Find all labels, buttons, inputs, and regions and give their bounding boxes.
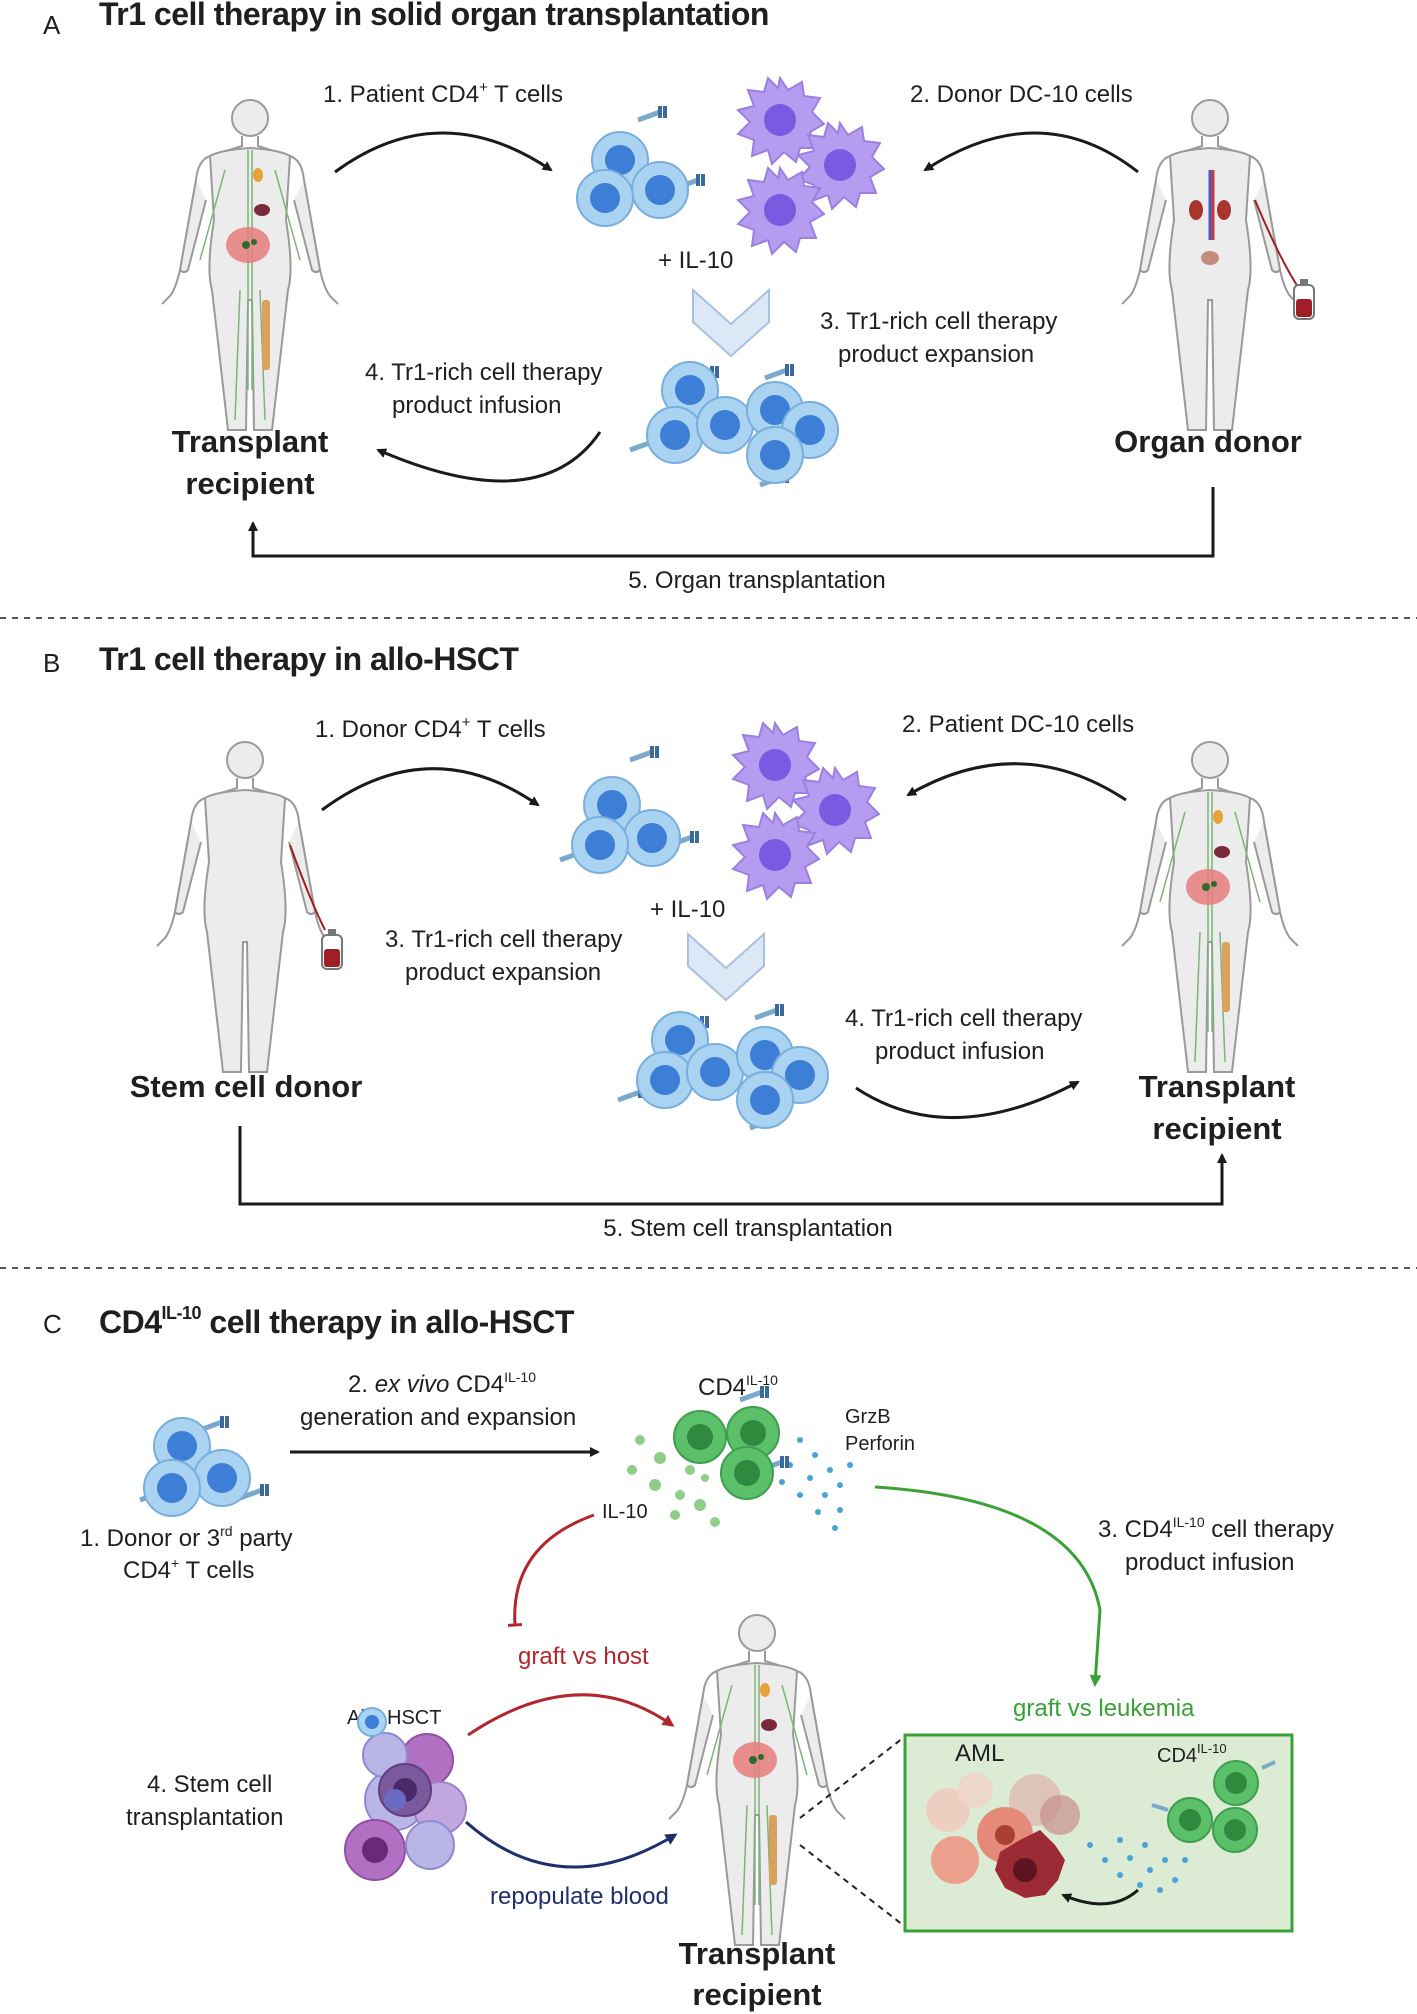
panel-a-step3-line2: product expansion [838, 341, 1034, 368]
panel-b-recipient-line2: recipient [1152, 1111, 1281, 1146]
panel-b-letter: B [43, 648, 60, 678]
arrow-step2 [923, 131, 1139, 174]
chevron-down-icon [692, 289, 770, 357]
blood-bag-icon-b [321, 928, 343, 970]
t-cell-cluster-c [140, 1416, 267, 1517]
panel-a-recipient-line1: Transplant [172, 424, 329, 459]
panel-c-step1-line1: 1. Donor or 3rd party [80, 1523, 293, 1552]
panel-c-recipient-line2: recipient [692, 1977, 821, 2012]
panel-b-step3-line2: product expansion [405, 959, 601, 986]
stem-cell-icon [344, 1707, 467, 1881]
arrow-b-step1 [321, 767, 540, 812]
aml-label: AML [955, 1740, 1004, 1767]
cd4-il10-cell-cluster [673, 1386, 787, 1500]
zoom-line-bottom [799, 1844, 904, 1926]
dendritic-cell-icon [737, 77, 885, 255]
graft-vs-leukemia-label: graft vs leukemia [1013, 1695, 1195, 1722]
t-cell-cluster-b [560, 746, 697, 874]
repopulate-arrow [465, 1820, 678, 1869]
panel-c-step3-line1: 3. CD4IL-10 cell therapy [1098, 1514, 1334, 1543]
chevron-down-icon-b [687, 933, 765, 1001]
panel-c-letter: C [43, 1309, 62, 1339]
panel-b-step4-line2: product infusion [875, 1038, 1044, 1065]
panel-b-step2: 2. Patient DC-10 cells [902, 711, 1134, 738]
t-cell-cluster-expanded-a [630, 361, 839, 485]
panel-a-step3-line1: 3. Tr1-rich cell therapy [820, 308, 1057, 335]
panel-c-step1-line2: CD4+ T cells [123, 1555, 254, 1584]
panel-c-step4-line2: transplantation [126, 1804, 283, 1831]
dendritic-cell-icon-b [732, 722, 880, 900]
panel-a-recipient-line2: recipient [185, 466, 314, 501]
panel-a-step2: 2. Donor DC-10 cells [910, 81, 1133, 108]
recipient-body-icon-b [1121, 741, 1299, 1073]
panel-c-step2-line1: 2. ex vivo CD4IL-10 [348, 1369, 536, 1398]
graft-vs-host-arrow [467, 1693, 675, 1737]
arrow-step4 [376, 431, 602, 483]
arrow-step1 [334, 131, 553, 174]
arrow-b-step5 [238, 1126, 1227, 1206]
t-cell-cluster-expanded-b [618, 1004, 829, 1128]
blood-bag-icon [1293, 278, 1315, 320]
panel-b-donor: Stem cell donor [130, 1069, 363, 1104]
grzb-label: GrzB [845, 1406, 891, 1428]
leukemia-cell-icon [926, 1772, 1080, 1898]
panel-a: A Tr1 cell therapy in solid organ transp… [43, 0, 1315, 594]
inset-grzb-dots [1087, 1837, 1188, 1893]
panel-c-title: CD4IL-10 cell therapy in allo-HSCT [99, 1303, 575, 1340]
graft-vs-host-label: graft vs host [518, 1643, 649, 1670]
arrow-b-step2 [906, 762, 1127, 802]
il10-label: IL-10 [602, 1501, 648, 1523]
panel-c-recipient-line1: Transplant [679, 1936, 836, 1971]
recipient-body-icon [161, 99, 339, 431]
inset-kill-arrow [1061, 1888, 1139, 1906]
arrow-b-step4 [855, 1080, 1080, 1119]
panel-b-title: Tr1 cell therapy in allo-HSCT [99, 641, 519, 677]
panel-b-step3-line1: 3. Tr1-rich cell therapy [385, 926, 622, 953]
panel-a-letter: A [43, 10, 61, 40]
panel-a-step4-line1: 4. Tr1-rich cell therapy [365, 359, 602, 386]
panel-c: C CD4IL-10 cell therapy in allo-HSCT 1. … [43, 1303, 1334, 2012]
repopulate-label: repopulate blood [490, 1883, 669, 1910]
panel-c-step3-line2: product infusion [1125, 1549, 1294, 1576]
panel-b-recipient-line1: Transplant [1139, 1069, 1296, 1104]
leukemia-inset: AML CD4IL-10 [903, 1733, 1294, 1933]
panel-c-step4-line1: 4. Stem cell [147, 1771, 272, 1798]
arrow-step5 [248, 487, 1215, 558]
panel-b-step4-line1: 4. Tr1-rich cell therapy [845, 1005, 1082, 1032]
panel-a-step1: 1. Patient CD4+ T cells [323, 79, 563, 108]
panel-b-il10: + IL-10 [650, 896, 725, 923]
panel-c-step2-line2: generation and expansion [300, 1404, 576, 1431]
inset-cd4-cells [1151, 1760, 1276, 1853]
inhibition-arrow [507, 1513, 595, 1627]
inset-cd4-label: CD4IL-10 [1157, 1741, 1227, 1767]
arrow-c-step3 [874, 1485, 1102, 1687]
recipient-body-icon-c [668, 1614, 846, 1946]
perforin-label: Perforin [845, 1433, 915, 1455]
panel-a-step5: 5. Organ transplantation [628, 567, 886, 594]
panel-a-donor: Organ donor [1114, 424, 1302, 459]
panel-a-title: Tr1 cell therapy in solid organ transpla… [99, 0, 769, 32]
panel-a-step4-line2: product infusion [392, 392, 561, 419]
panel-b-step5: 5. Stem cell transplantation [603, 1215, 893, 1242]
blood-line-b [289, 844, 326, 931]
grzb-dots [779, 1437, 853, 1531]
blood-line [1254, 199, 1301, 291]
stem-donor-body-icon [156, 741, 334, 1073]
t-cell-cluster-top [576, 106, 703, 227]
panel-a-il10: + IL-10 [658, 247, 733, 274]
panel-b-step1: 1. Donor CD4+ T cells [315, 714, 546, 743]
il10-dots [627, 1435, 720, 1527]
panel-b: B Tr1 cell therapy in allo-HSCT 1. Donor… [43, 641, 1299, 1242]
cd4-il10-label: CD4IL-10 [698, 1372, 778, 1401]
